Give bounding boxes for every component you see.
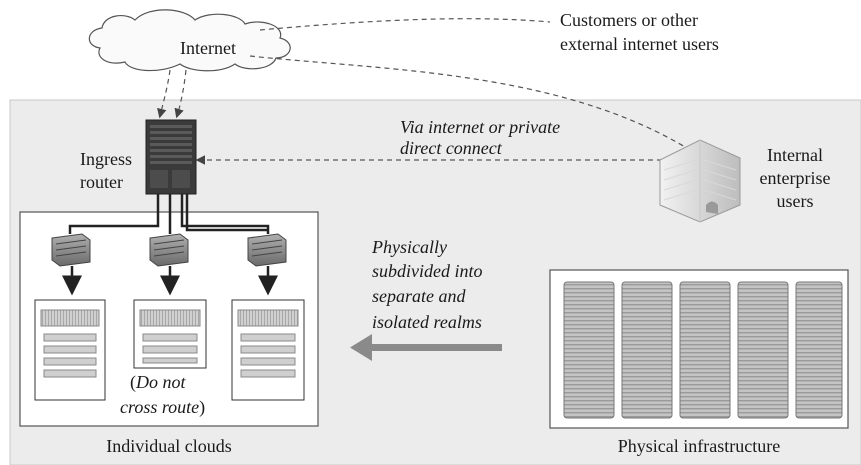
do-not-cross-open-paren: ( xyxy=(130,372,136,392)
ingress-label-line1: Ingress xyxy=(80,149,132,169)
do-not-cross-label-line2: cross route) xyxy=(120,396,205,418)
subdivided-label-line4: isolated realms xyxy=(372,312,482,332)
do-not-cross-close-paren: ) xyxy=(199,397,206,417)
individual-clouds-label: Individual clouds xyxy=(106,436,232,456)
rack-5 xyxy=(795,281,843,419)
dashed-connections xyxy=(157,18,691,165)
subdivided-label-line3: separate and xyxy=(372,286,466,306)
physical-racks xyxy=(563,281,843,419)
cloud-unit-1 xyxy=(34,299,106,401)
do-not-cross-label-line1: (Do not xyxy=(130,371,186,393)
internet-to-router-link-1 xyxy=(157,69,171,119)
customers-label-line1: Customers or other xyxy=(560,10,698,30)
subdivide-arrow xyxy=(350,334,502,361)
internal-users-label-line1: Internal xyxy=(767,145,823,165)
internet-cloud xyxy=(88,9,291,72)
rack-1 xyxy=(563,281,615,419)
internet-to-customers-link xyxy=(259,18,551,31)
via-label-line2: direct connect xyxy=(400,138,502,158)
ingress-router xyxy=(145,119,197,195)
router-to-firewall-links xyxy=(68,194,270,234)
firewall-to-cloud-arrows xyxy=(62,266,278,296)
do-not-cross-text-1: Do not xyxy=(136,372,186,392)
enterprise-building-icon xyxy=(659,139,741,223)
subdivided-label-line1: Physically xyxy=(372,237,447,257)
cloud-unit-2 xyxy=(133,299,207,369)
cloud-unit-3 xyxy=(231,299,305,401)
internal-users-label-line3: users xyxy=(776,191,814,211)
firewall-3 xyxy=(247,233,287,267)
do-not-cross-text-2: cross route xyxy=(120,397,200,417)
rack-2 xyxy=(621,281,673,419)
firewall-1 xyxy=(51,233,91,267)
customers-label-line2: external internet users xyxy=(560,34,719,54)
ingress-label-line2: router xyxy=(80,172,123,192)
physical-infrastructure-label: Physical infrastructure xyxy=(617,436,781,456)
internet-to-router-link-2 xyxy=(174,69,187,119)
rack-4 xyxy=(737,281,789,419)
rack-3 xyxy=(679,281,731,419)
via-label-line1: Via internet or private xyxy=(400,117,561,137)
internal-users-label-line2: enterprise xyxy=(759,168,831,188)
subdivided-label-line2: subdivided into xyxy=(372,261,483,281)
internet-label: Internet xyxy=(180,38,236,58)
firewall-2 xyxy=(149,233,189,267)
internet-to-enterprise-link xyxy=(249,55,691,151)
